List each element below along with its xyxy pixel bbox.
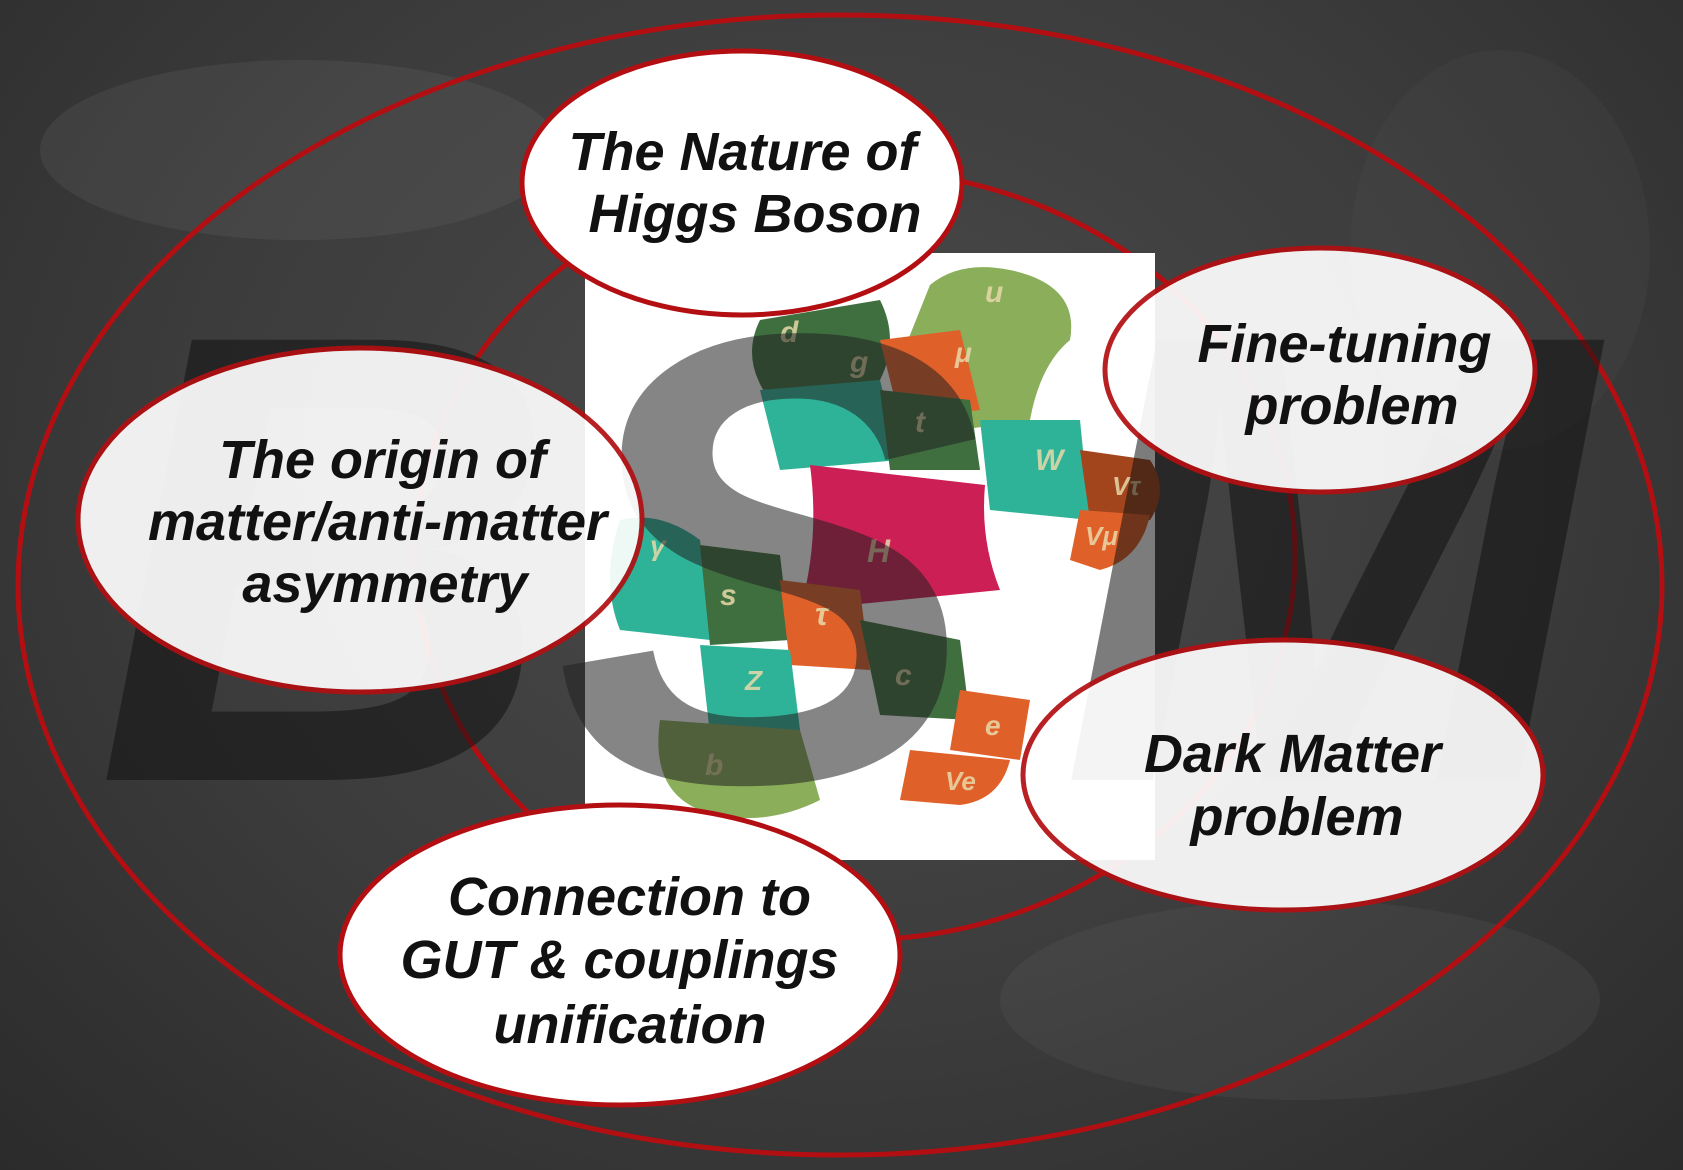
bubble-higgs: The Nature of Higgs Boson <box>519 48 965 318</box>
label-u: u <box>985 276 1003 309</box>
bubble-dark-matter-line-1: Dark Matter <box>1144 724 1444 784</box>
label-d: d <box>780 316 799 349</box>
label-b: b <box>705 749 723 782</box>
label-e: e <box>985 710 1001 741</box>
label-z: Z <box>744 665 763 696</box>
bubble-matter-antimatter-line-3: asymmetry <box>242 554 530 614</box>
puzzle-piece-s <box>700 545 790 645</box>
label-s: s <box>720 579 737 612</box>
label-g: g <box>849 346 868 379</box>
bubble-dark-matter-shape <box>1020 637 1546 913</box>
bubble-dark-matter: Dark Matter problem <box>1020 637 1546 913</box>
puzzle-labels: u d μ g t W Vτ Vμ H γ s τ Z c b e Ve <box>650 276 1141 796</box>
puzzle-piece-ve <box>900 750 1010 805</box>
bubble-fine-tuning-line-1: Fine-tuning <box>1198 314 1492 374</box>
bubble-higgs-shape <box>519 48 965 318</box>
bubble-gut-line-3: unification <box>494 995 767 1055</box>
bubble-fine-tuning: Fine-tuning problem <box>1102 245 1538 495</box>
puzzle-piece-g <box>760 380 900 470</box>
label-mu: μ <box>954 337 972 368</box>
puzzle-piece-c <box>860 620 970 720</box>
bubble-fine-tuning-text: Fine-tuning problem <box>1198 314 1507 436</box>
bubble-gut-line-1: Connection to <box>448 867 811 927</box>
bubble-matter-antimatter: The origin of matter/anti-matter asymmet… <box>75 345 645 695</box>
label-c: c <box>895 659 912 692</box>
puzzle-piece-vmu <box>1070 510 1150 570</box>
puzzle-piece-w <box>980 420 1090 520</box>
label-tau: τ <box>815 596 830 632</box>
bubble-dark-matter-line-2: problem <box>1188 787 1403 847</box>
puzzle-piece-h <box>800 465 1000 610</box>
bubble-gut-shape <box>337 802 903 1108</box>
bubble-fine-tuning-shape <box>1102 245 1538 495</box>
bubble-gut-text: Connection to GUT & couplings unificatio… <box>400 867 853 1055</box>
puzzle-piece-b <box>658 720 820 818</box>
label-t: t <box>915 406 927 439</box>
bubble-higgs-line-1: The Nature of <box>568 122 921 182</box>
label-vtau: Vτ <box>1112 471 1141 501</box>
bubble-fine-tuning-line-2: problem <box>1243 376 1458 436</box>
puzzle-piece-tau <box>780 580 870 670</box>
bubble-gut-line-2: GUT & couplings <box>400 930 838 990</box>
puzzle-pieces <box>610 267 1160 818</box>
bubble-gut: Connection to GUT & couplings unificatio… <box>337 802 903 1108</box>
bubble-matter-antimatter-line-2: matter/anti-matter <box>148 492 610 552</box>
puzzle-piece-t <box>880 390 980 470</box>
label-ve: Ve <box>945 766 976 796</box>
puzzle-piece-e <box>950 690 1030 760</box>
puzzle-image: u d μ g t W Vτ Vμ H γ s τ Z c b e Ve <box>585 253 1160 860</box>
bubble-matter-antimatter-text: The origin of matter/anti-matter asymmet… <box>148 430 622 614</box>
bubble-dark-matter-text: Dark Matter problem <box>1144 724 1456 847</box>
label-h: H <box>867 533 891 569</box>
puzzle-piece-vtau <box>1080 450 1160 520</box>
outer-ring <box>15 12 1665 1158</box>
label-vmu: Vμ <box>1085 521 1118 551</box>
bubble-matter-antimatter-shape <box>75 345 645 695</box>
bubble-higgs-text: The Nature of Higgs Boson <box>568 122 931 244</box>
label-w: W <box>1035 444 1066 477</box>
bubble-matter-antimatter-line-1: The origin of <box>219 430 551 490</box>
label-y: γ <box>650 530 667 561</box>
puzzle-piece-d <box>752 300 890 400</box>
puzzle-piece-z <box>700 645 800 735</box>
bubble-higgs-line-2: Higgs Boson <box>589 184 922 244</box>
